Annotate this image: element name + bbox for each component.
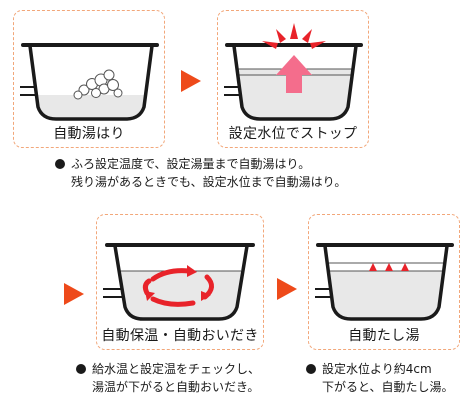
panel-label-auto-topup: 自動たし湯: [348, 328, 420, 344]
right-arrow-icon: [64, 283, 84, 305]
bubbles-icon: [73, 69, 123, 100]
panel-label-auto-reheat: 自動保温・自動おいだき: [101, 328, 259, 344]
panel-auto-reheat: 自動保温・自動おいだき: [96, 214, 264, 350]
note-bottom-right-line1: 設定水位より約4cm: [322, 362, 432, 376]
note-top: ふろ設定温度で、設定湯量まで自動湯はり。 残り湯があるときでも、設定水位まで自動…: [55, 155, 346, 191]
drop-markers-icon: [369, 263, 409, 271]
note-bottom-right: 設定水位より約4cm 下がると、自動たし湯。: [306, 360, 454, 396]
right-arrow-icon: [181, 70, 201, 92]
panel-stop-level: 設定水位でストップ: [217, 10, 369, 148]
bathtub-reheat-illustration: [103, 243, 255, 321]
bullet-icon: [306, 364, 316, 374]
note-bottom-left: 給水温と設定温をチェックし、 湯温が下がると自動おいだき。: [76, 360, 260, 396]
panel-auto-topup: 自動たし湯: [308, 214, 460, 350]
panel-label-stop-level: 設定水位でストップ: [228, 126, 358, 142]
panel-auto-fill: 自動湯はり: [13, 10, 165, 148]
note-top-line1: ふろ設定温度で、設定湯量まで自動湯はり。: [71, 157, 311, 171]
bullet-icon: [55, 159, 65, 169]
note-bottom-left-line1: 給水温と設定温をチェックし、: [92, 362, 261, 376]
panel-label-auto-fill: 自動湯はり: [53, 126, 125, 142]
note-bottom-left-line2: 湯温が下がると自動おいだき。: [92, 380, 260, 394]
up-arrow-icon: [276, 55, 312, 93]
burst-icon: [262, 23, 326, 49]
bathtub-stop-illustration: [224, 23, 363, 121]
right-arrow-icon: [277, 278, 297, 300]
note-top-line2: 残り湯があるときでも、設定水位まで自動湯はり。: [71, 175, 347, 189]
bathtub-fill-illustration: [20, 43, 159, 121]
bullet-icon: [76, 364, 86, 374]
bathtub-topup-illustration: [315, 243, 454, 321]
note-bottom-right-line2: 下がると、自動たし湯。: [322, 380, 454, 394]
